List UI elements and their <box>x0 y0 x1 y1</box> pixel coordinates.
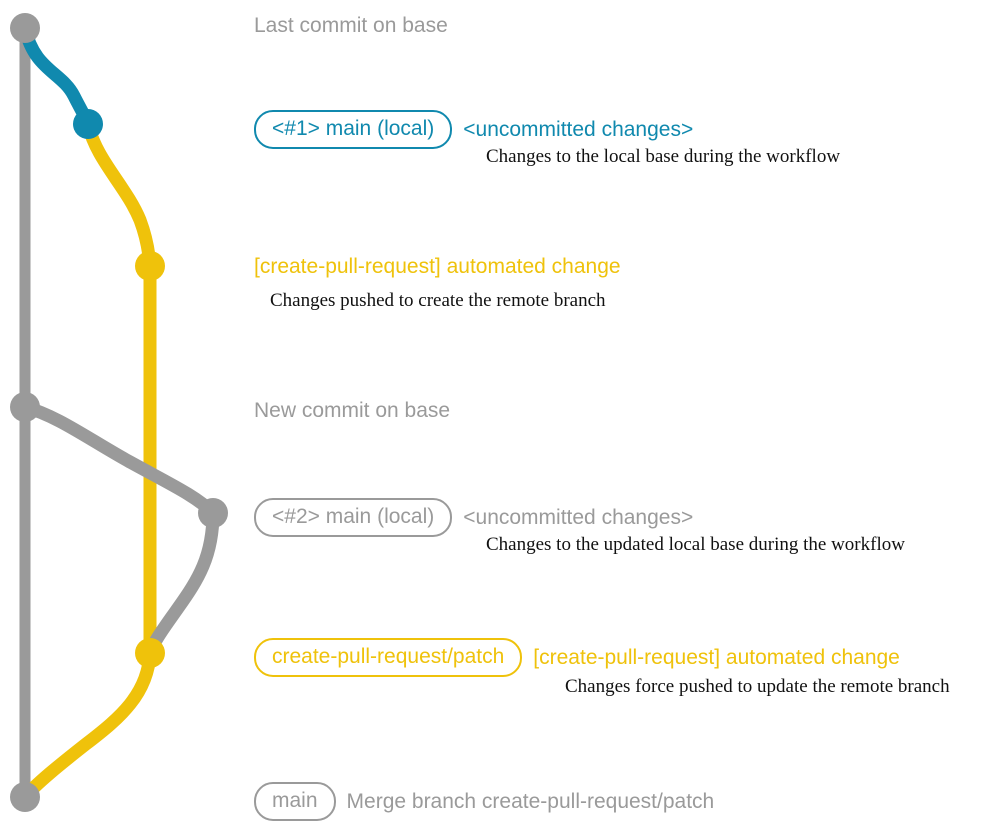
branch-pill-create-pull-request-patch[interactable]: create-pull-request/patch <box>254 638 523 677</box>
entry-merge-commit: main Merge branch create-pull-request/pa… <box>254 782 714 821</box>
commit-node-base-new[interactable] <box>10 392 40 422</box>
commit-message-merge: Merge branch create-pull-request/patch <box>346 789 715 813</box>
branch-pill-main-local-1[interactable]: <#1> main (local) <box>254 110 453 149</box>
commit-node-local-2[interactable] <box>198 498 228 528</box>
branch-pill-main[interactable]: main <box>254 782 336 821</box>
local-branch-1-line <box>18 21 95 131</box>
commit-node-patch-1[interactable] <box>135 251 165 281</box>
patch-merge-line <box>18 646 157 804</box>
branch-pill-main-local-2[interactable]: <#2> main (local) <box>254 498 453 537</box>
commit-message-automated-change-2: [create-pull-request] automated change <box>533 645 900 669</box>
commit-node-local-1[interactable] <box>73 109 103 139</box>
entry-automated-change-1-headline: [create-pull-request] automated change <box>254 255 621 278</box>
entry-local-commit-1: <#1> main (local) <uncommitted changes> <box>254 110 693 149</box>
commit-node-base-last[interactable] <box>10 13 40 43</box>
local-branch-2-line <box>18 400 220 520</box>
entry-local-commit-1-description: Changes to the local base during the wor… <box>486 146 841 167</box>
local-branch-2-merge-line <box>143 506 220 660</box>
commit-node-patch-2[interactable] <box>135 638 165 668</box>
entry-new-commit-on-base-headline: New commit on base <box>254 399 451 422</box>
entry-automated-change-2-description: Changes force pushed to update the remot… <box>565 676 950 697</box>
commit-message-local-2: <uncommitted changes> <box>463 505 694 529</box>
entry-last-commit-on-base-headline: Last commit on base <box>254 14 448 37</box>
commit-node-merge-main[interactable] <box>10 782 40 812</box>
entry-automated-change-1-description: Changes pushed to create the remote bran… <box>270 290 606 311</box>
entry-local-commit-2: <#2> main (local) <uncommitted changes> <box>254 498 693 537</box>
commit-message-local-1: <uncommitted changes> <box>463 117 694 141</box>
patch-lane-line <box>81 117 157 660</box>
entry-automated-change-2: create-pull-request/patch [create-pull-r… <box>254 638 900 677</box>
entry-local-commit-2-description: Changes to the updated local base during… <box>486 534 905 555</box>
